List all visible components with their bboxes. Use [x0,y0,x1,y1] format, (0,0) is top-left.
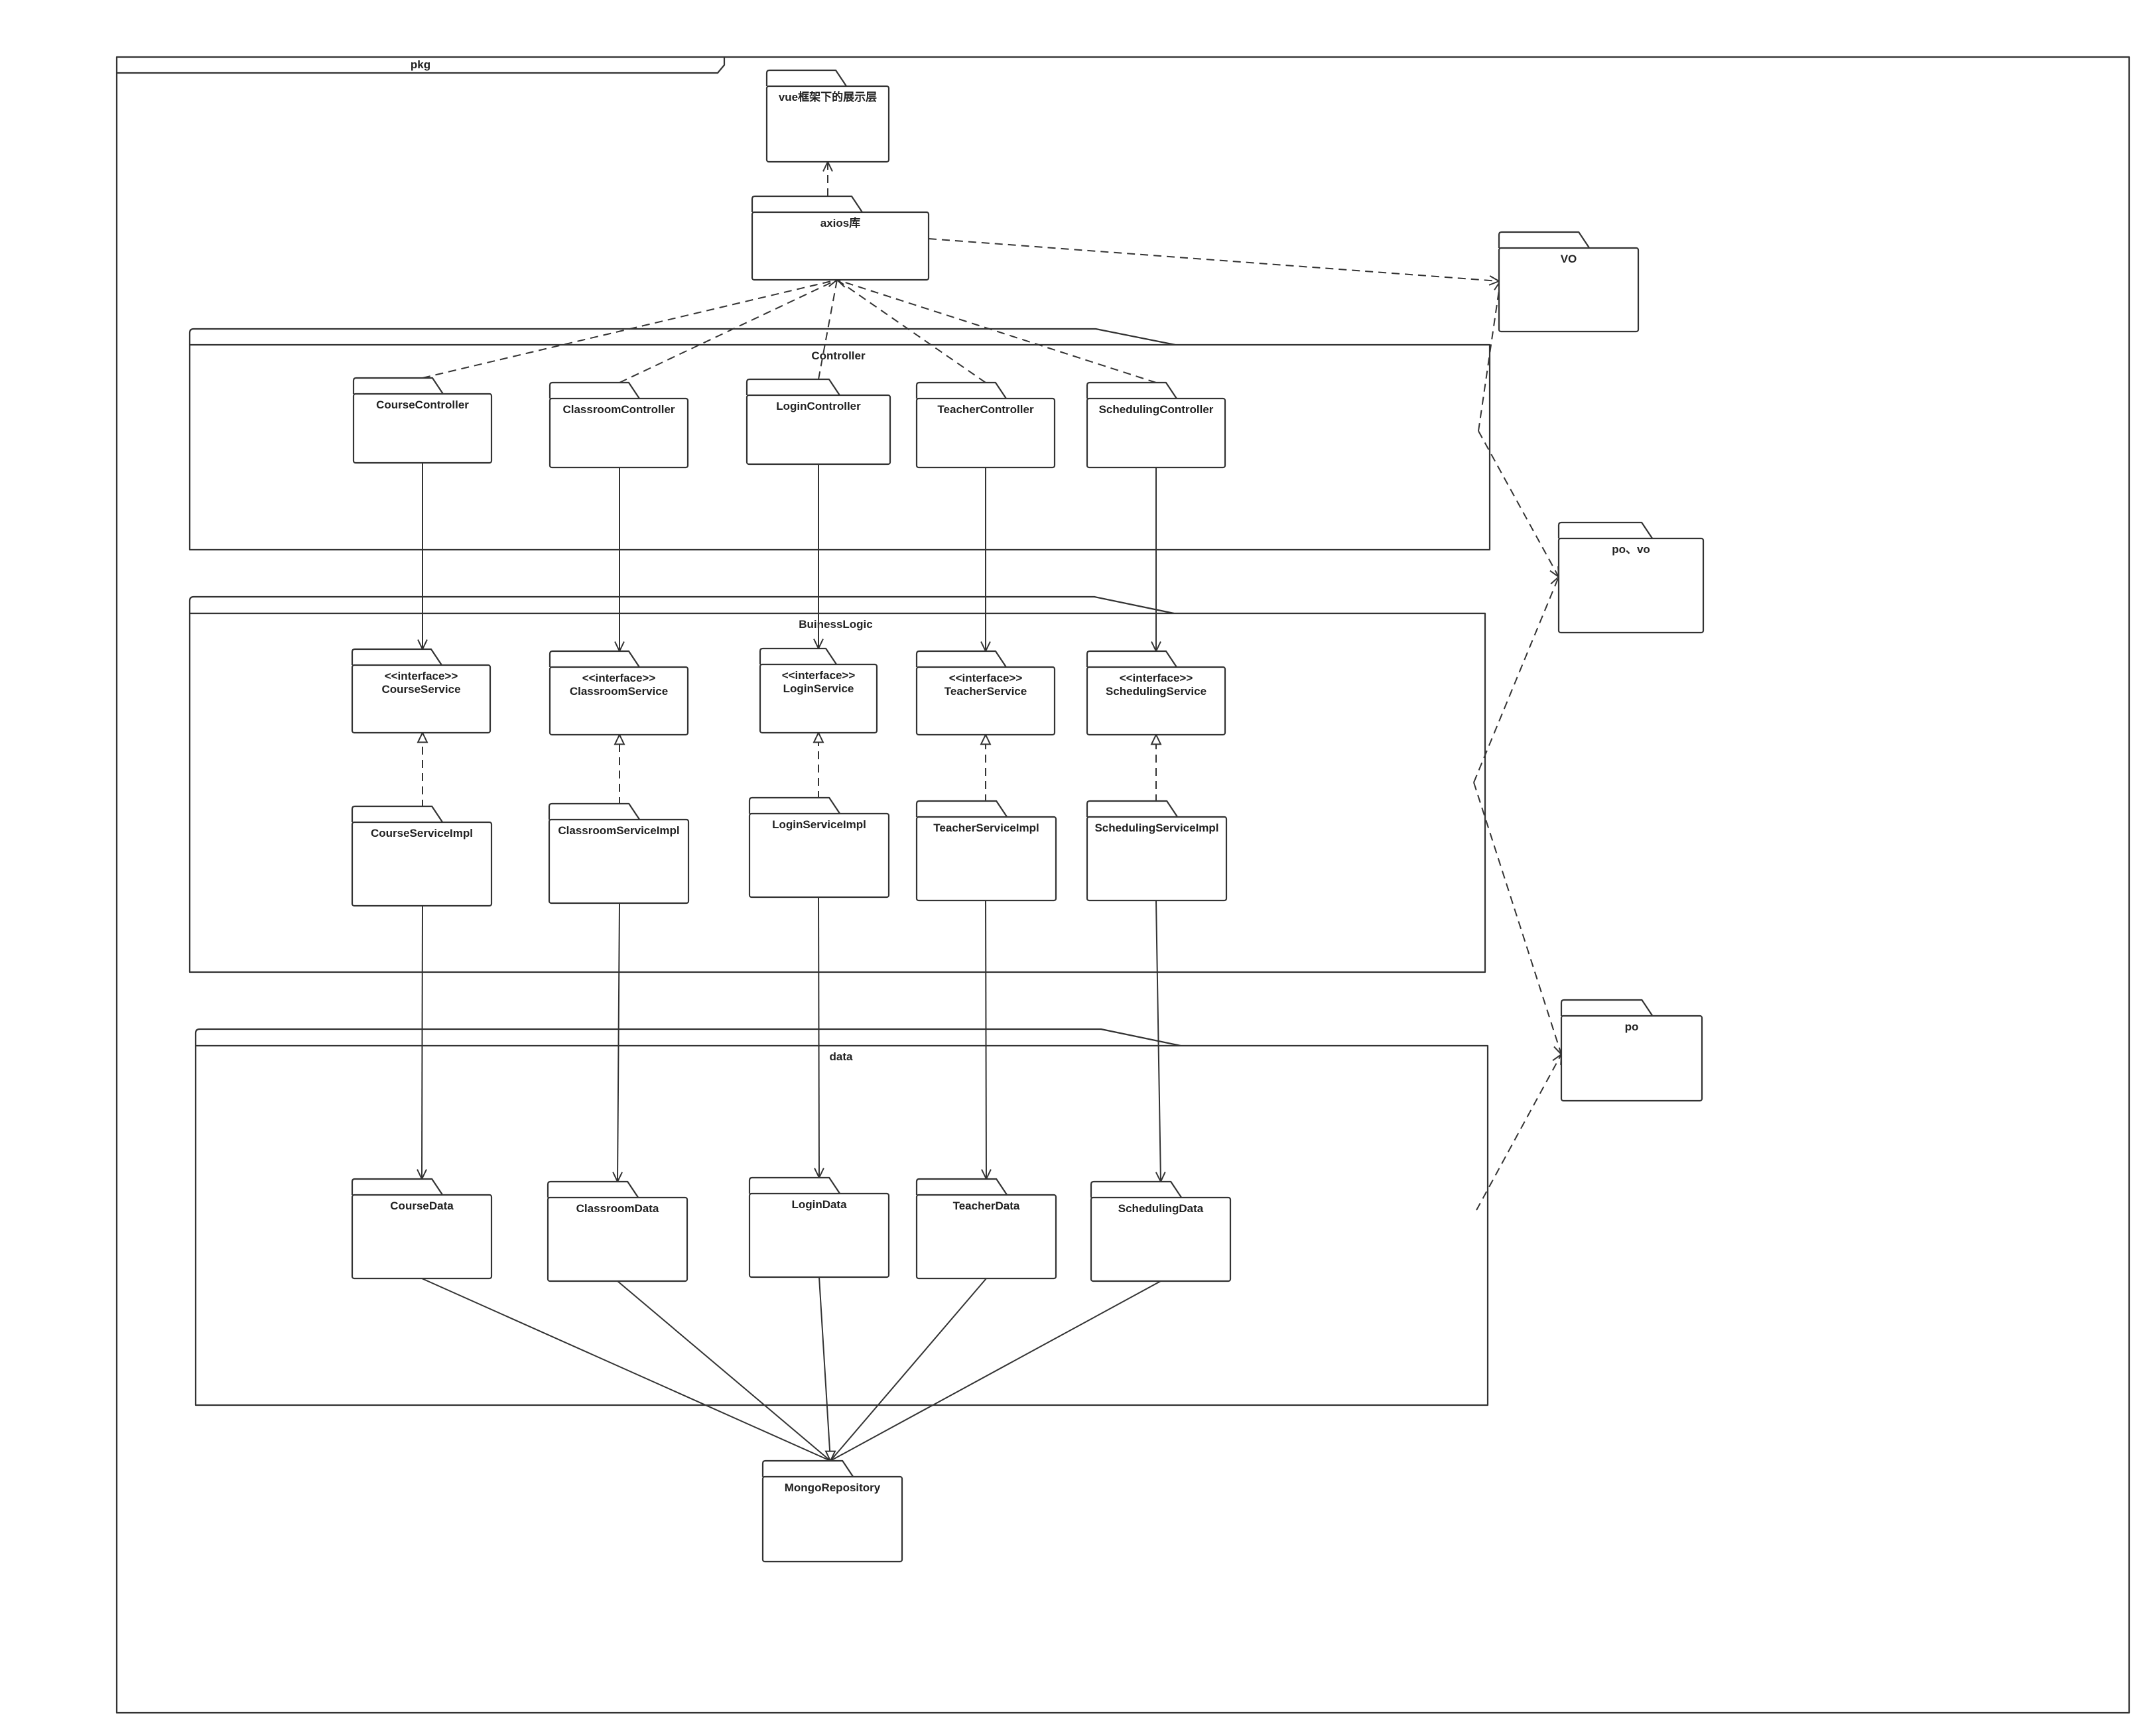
frame-title: pkg [411,58,430,71]
impl-schedulingserviceimpl[interactable]: SchedulingServiceImpl [1086,800,1228,902]
impl-schedulingserviceimpl-label: SchedulingServiceImpl [1094,822,1218,834]
controller-logincontroller[interactable]: LoginController [746,378,891,465]
dep-controller-0-to-axios [422,279,838,379]
data-schedulingdata-label: SchedulingData [1118,1202,1204,1215]
data-teacherdata[interactable]: TeacherData [915,1178,1057,1280]
pkg-frame: pkg [115,56,2130,1714]
po-vo-package[interactable]: po、vo [1557,521,1705,634]
data-schedulingdata[interactable]: SchedulingData [1090,1180,1232,1282]
realize-impl-4-arrowhead [1150,733,1162,745]
view-package-label: vue框架下的展示层 [779,90,877,103]
realize-impl-1-arrowhead [614,733,625,745]
vo-package[interactable]: VO [1498,231,1640,333]
interface-teacherservice-stereotype: <<interface>> [949,672,1023,684]
interface-schedulingservice-stereotype: <<interface>> [1120,672,1193,684]
view-package[interactable]: vue框架下的展示层 [765,69,890,163]
interface-schedulingservice[interactable]: <<interface>>SchedulingService [1086,650,1226,736]
data-logindata-label: LoginData [791,1198,847,1211]
mongo-generalization-arrowhead [824,1450,836,1463]
controller-classroomcontroller[interactable]: ClassroomController [549,381,689,469]
data-teacherdata-label: TeacherData [953,1200,1020,1212]
connectors [417,160,1564,1463]
dep-controller-3-to-axios [836,279,986,383]
impl-classroomserviceimpl[interactable]: ClassroomServiceImpl [548,802,690,904]
interface-classroomservice-label: ClassroomService [570,685,668,698]
axios-package[interactable]: axios库 [751,195,930,281]
interface-loginservice-stereotype: <<interface>> [782,669,856,682]
dep-controller-layer-to-vo [1478,280,1501,432]
impl-loginserviceimpl[interactable]: LoginServiceImpl [748,796,890,899]
dep-logic-layer-to-po [1473,782,1562,1055]
interface-loginservice-label: LoginService [783,682,854,695]
controller-layer-title: Controller [811,349,866,362]
dep-controller-layer-to-po-vo [1478,430,1559,578]
controller-teachercontroller-label: TeacherController [937,403,1034,416]
impl-teacherserviceimpl-label: TeacherServiceImpl [933,822,1039,834]
axios-package-label: axios库 [820,216,860,229]
dep-data-layer-to-po-arrowhead [1552,1052,1563,1066]
impl-courseserviceimpl-label: CourseServiceImpl [371,827,473,839]
realize-impl-0-arrowhead [417,731,428,743]
assoc-impl-2-to-data [818,897,820,1178]
interface-courseservice-label: CourseService [381,683,460,696]
interface-courseservice[interactable]: <<interface>>CourseService [351,648,491,734]
dep-axios-to-vo [928,238,1500,282]
interface-classroomservice-stereotype: <<interface>> [582,672,656,684]
dep-controller-2-to-axios [818,279,838,380]
data-coursedata[interactable]: CourseData [351,1178,493,1280]
data-logindata[interactable]: LoginData [748,1176,890,1278]
po-package-label: po [1625,1021,1639,1033]
dep-controller-layer-to-po-vo-arrowhead [1549,566,1560,579]
dep-controller-1-to-axios [619,279,838,383]
data-classroomdata-label: ClassroomData [576,1202,659,1215]
controller-coursecontroller[interactable]: CourseController [352,377,493,464]
interface-teacherservice[interactable]: <<interface>>TeacherService [915,650,1056,736]
assoc-data-3-to-mongo [830,1278,987,1461]
impl-loginserviceimpl-label: LoginServiceImpl [772,818,866,831]
impl-courseserviceimpl[interactable]: CourseServiceImpl [351,805,493,907]
packages: vue框架下的展示层 axios库 MongoRepository VO po、vo po… [351,69,1705,1563]
assoc-impl-0-to-data [421,905,423,1180]
interface-loginservice[interactable]: <<interface>>LoginService [759,647,878,734]
impl-classroomserviceimpl-label: ClassroomServiceImpl [558,824,679,837]
assoc-data-4-to-mongo [830,1280,1161,1461]
interface-schedulingservice-label: SchedulingService [1106,685,1206,698]
controller-classroomcontroller-label: ClassroomController [562,403,675,416]
logic-layer-title: BuinessLogic [799,618,872,631]
realize-impl-2-arrowhead [813,731,824,743]
mongo-repository-package-label: MongoRepository [785,1481,881,1494]
controller-schedulingcontroller-label: SchedulingController [1099,403,1214,416]
realize-impl-3-arrowhead [980,733,992,745]
interface-classroomservice[interactable]: <<interface>>ClassroomService [549,650,689,736]
controller-schedulingcontroller[interactable]: SchedulingController [1086,381,1226,469]
mongo-repository-package[interactable]: MongoRepository [761,1459,903,1563]
interface-courseservice-stereotype: <<interface>> [385,670,458,682]
assoc-data-1-to-mongo [617,1280,831,1461]
impl-teacherserviceimpl[interactable]: TeacherServiceImpl [915,800,1057,902]
po-vo-package-label: po、vo [1612,543,1650,556]
data-layer-title: data [830,1050,854,1063]
data-classroomdata[interactable]: ClassroomData [547,1180,688,1282]
assoc-impl-1-to-data [617,902,620,1182]
controller-logincontroller-label: LoginController [776,400,861,412]
assoc-data-0-to-mongo [421,1278,831,1461]
controller-coursecontroller-label: CourseController [376,399,469,411]
data-coursedata-label: CourseData [390,1200,454,1212]
dep-logic-layer-to-po-vo [1473,576,1559,783]
interface-teacherservice-label: TeacherService [944,685,1027,698]
dep-data-layer-to-po [1476,1054,1562,1211]
vo-package-label: VO [1561,253,1577,265]
dep-controller-4-to-axios [836,279,1157,383]
po-package[interactable]: po [1560,999,1703,1102]
assoc-data-2-to-mongo [818,1276,831,1461]
controller-teachercontroller[interactable]: TeacherController [915,381,1056,469]
assoc-impl-4-to-data [1155,900,1161,1182]
